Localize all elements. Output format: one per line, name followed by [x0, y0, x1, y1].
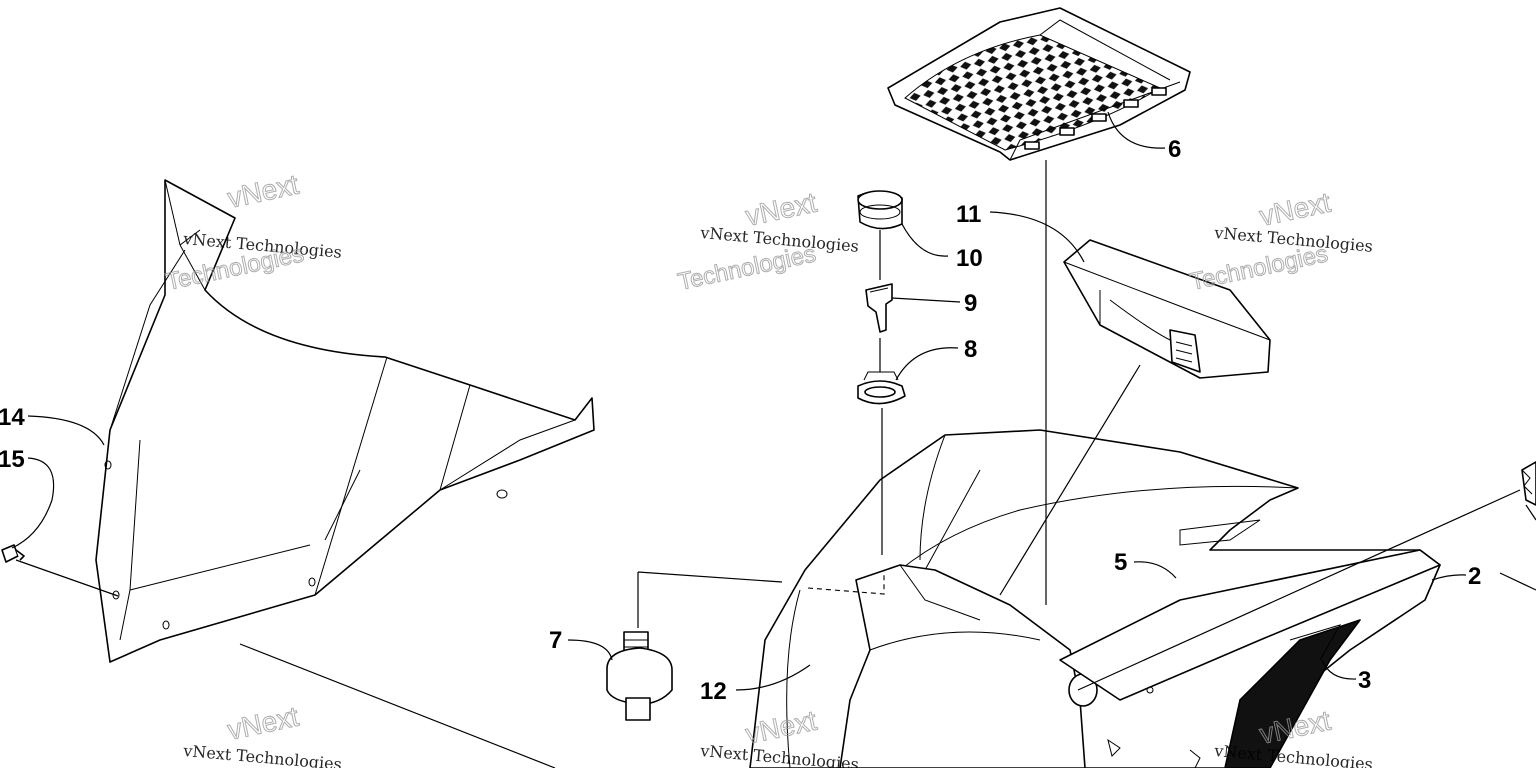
svg-text:vNext: vNext — [225, 169, 302, 214]
svg-text:vNext: vNext — [225, 701, 302, 746]
callout-leaders — [11, 111, 1467, 691]
edge-part-right — [1521, 461, 1536, 506]
watermark-top-mid-b: Technologies — [675, 240, 819, 297]
key-part-9 — [865, 283, 893, 333]
watermark-top-left: vNext — [224, 168, 302, 214]
callout-12: 12 — [700, 678, 727, 705]
storage-tray-part-6 — [887, 7, 1191, 161]
connector-part-7 — [606, 631, 673, 721]
callout-10: 10 — [956, 245, 983, 272]
callout-6: 6 — [1168, 136, 1181, 163]
callout-labels: 2 3 5 6 7 8 9 10 11 12 14 15 — [0, 136, 1481, 705]
svg-text:vNext: vNext — [1257, 187, 1334, 232]
callout-7: 7 — [549, 627, 562, 654]
gauge-module-part-11 — [1063, 239, 1271, 379]
watermark-bottom-left: vNext — [224, 700, 302, 746]
bezel-ring-part-8 — [857, 371, 906, 405]
svg-text:vNext: vNext — [743, 187, 820, 232]
assembly-lines — [15, 160, 1536, 768]
svg-text:Technologies: Technologies — [1188, 240, 1331, 296]
svg-text:Technologies: Technologies — [676, 240, 819, 296]
callout-15: 15 — [0, 446, 25, 473]
windshield-part-14 — [95, 179, 595, 663]
watermark-top-right: vNext — [1256, 186, 1334, 232]
hood-body — [749, 429, 1441, 768]
callout-5: 5 — [1114, 549, 1127, 576]
callout-11: 11 — [956, 201, 981, 228]
callout-8: 8 — [964, 336, 977, 363]
callout-2: 2 — [1468, 563, 1481, 590]
callout-3: 3 — [1358, 667, 1371, 694]
watermark-top-mid: vNext — [742, 186, 820, 232]
screw-part-15 — [1, 544, 25, 563]
watermark-top-right-b: Technologies — [1187, 240, 1331, 297]
callout-14: 14 — [0, 404, 25, 431]
callout-9: 9 — [964, 290, 977, 317]
key-cap-part-10 — [857, 190, 903, 230]
watermark-bottom-left-text: vNext Technologies — [182, 741, 343, 768]
